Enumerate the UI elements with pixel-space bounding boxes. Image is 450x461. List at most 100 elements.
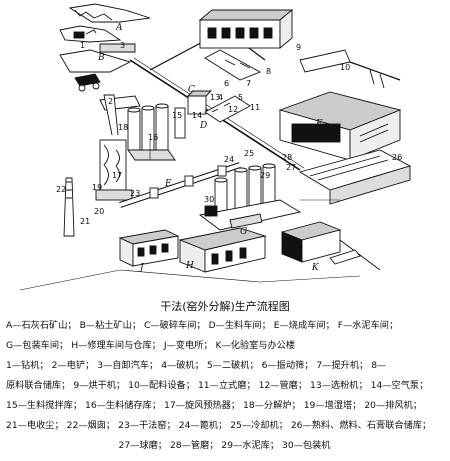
label-9: 9 [296,43,301,52]
zone-c-crushing-building [198,9,294,81]
legend-item: 23—干法窑； [118,420,176,431]
legend: A—石灰石矿山；B—粘土矿山；C—破碎车间；D—生料车间；E—烧成车间；F—水泥… [6,316,446,456]
label-3: 3 [120,41,125,50]
legend-item: 原料联合储库； [6,380,71,391]
label-1: 1 [80,41,85,50]
preheater-tower [95,94,133,201]
zone-k-lab-office [280,221,381,271]
label-13: 13 [210,93,220,102]
joint-storage [298,149,412,205]
legend-line: 27—球磨；28—管磨；29—水泥库；30—包装机 [6,436,446,456]
label-21: 21 [80,217,90,226]
production-flow-illustration: A B C D E F G H J K 1 2 3 4 5 6 7 8 9 10… [19,3,412,291]
label-6: 6 [224,79,229,88]
legend-line: 原料联合储库；9—烘干机；10—配料设备；11—立式磨；12—管磨；13—选粉机… [6,376,446,396]
legend-item: E—烧成车间； [273,320,335,331]
legend-item: 10—配料设备； [128,380,195,391]
legend-item: B—粘土矿山； [79,320,142,331]
legend-item: H—修理车间与仓库； [71,340,161,351]
zone-d-raw-mill-silos [127,90,251,161]
label-22: 22 [56,185,66,194]
legend-item: 7—提升机； [316,360,369,371]
label-29: 29 [260,171,270,180]
legend-item: 8— [371,360,387,371]
legend-item: 5—二破机； [206,360,259,371]
legend-item: 22—烟囱； [66,420,116,431]
label-4: 4 [218,93,223,102]
label-17: 17 [112,171,122,180]
legend-item: 1—钻机； [6,360,49,371]
legend-item: D—生料车间； [208,320,271,331]
legend-item: J—变电所； [163,340,213,351]
label-zone-j: J [138,263,145,273]
legend-item: 25—冷却机； [230,420,288,431]
label-8: 8 [266,67,271,76]
label-7: 7 [246,79,251,88]
label-18: 18 [118,123,128,132]
legend-item: 28—管磨； [169,440,219,451]
label-16: 16 [148,133,158,142]
legend-item: 30—包装机 [282,440,331,451]
label-10: 10 [340,63,350,72]
label-zone-c: C [188,85,195,95]
label-26: 26 [392,153,402,162]
legend-item: 17—旋风预热器； [164,400,241,411]
label-14: 14 [192,111,202,120]
label-11: 11 [250,103,260,112]
legend-line: A—石灰石矿山；B—粘土矿山；C—破碎车间；D—生料车间；E—烧成车间；F—水泥… [6,316,446,336]
legend-item: 6—振动筛； [261,360,314,371]
legend-item: 18—分解炉； [243,400,301,411]
legend-item: 13—选粉机； [310,380,368,391]
label-zone-b: B [97,53,105,63]
label-zone-e: E [164,179,172,189]
legend-item: C—破碎车间； [144,320,206,331]
legend-item: 19—增湿塔； [303,400,362,411]
figure-caption: 干法(窑外分解)生产流程图 [160,300,290,313]
legend-item: 9—烘干机； [73,380,126,391]
label-2: 2 [108,97,113,106]
legend-item: 15—生料搅拌库； [6,400,83,411]
rotary-kiln [119,162,241,208]
label-zone-f: F [315,119,323,129]
label-zone-a: A [115,23,123,33]
chimney [63,177,75,237]
legend-item: K—化验室与办公楼 [215,340,296,351]
legend-item: F—水泥车间； [337,320,399,331]
legend-item: 21—电收尘； [6,420,64,431]
zone-b-clay-quarry [59,49,141,111]
legend-item: A—石灰石矿山； [6,320,77,331]
legend-item: 4—破机； [161,360,204,371]
label-25: 25 [244,149,254,158]
legend-item: 14—空气泵； [370,380,429,391]
legend-item: 29—水泥库； [221,440,280,451]
legend-item: 11—立式磨； [197,380,256,391]
legend-item: 20—排风机； [364,400,422,411]
label-15: 15 [172,111,182,120]
label-12: 12 [228,105,238,114]
legend-item: 27—球磨； [118,440,167,451]
label-28: 28 [282,153,292,162]
zone-f-cement-building [278,49,402,161]
legend-line: 15—生料搅拌库；16—生料储存库；17—旋风预热器；18—分解炉；19—增湿塔… [6,396,446,416]
legend-item: 12—管磨； [258,380,308,391]
label-19: 19 [92,183,102,192]
label-30: 30 [204,195,214,204]
legend-item: 26—熟料、燃料、石膏联合储库； [290,420,432,431]
label-23: 23 [130,189,140,198]
label-zone-g: G [240,227,247,237]
legend-item: 3—自卸汽车； [97,360,159,371]
legend-line: 21—电收尘；22—烟囱；23—干法窑；24—篦机；25—冷却机；26—熟料、燃… [6,416,446,436]
legend-item: 24—篦机； [178,420,228,431]
zone-g-cement-silos [198,163,302,231]
zone-h-repair-warehouse [178,227,267,273]
zone-j-substation [118,229,180,267]
label-20: 20 [94,207,104,216]
legend-item: 2—电铲； [51,360,95,371]
label-zone-h: H [185,261,194,271]
label-24: 24 [224,155,234,164]
zone-a-limestone-quarry [59,3,151,53]
label-zone-d: D [199,121,207,131]
label-zone-k: K [311,263,320,273]
label-27: 27 [286,163,296,172]
legend-item: 16—生料储存库； [85,400,162,411]
